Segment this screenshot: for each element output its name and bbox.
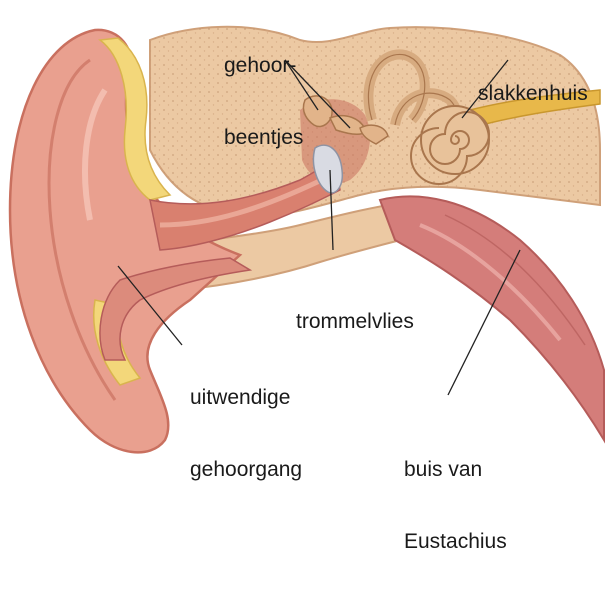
label-ear-canal: uitwendige gehoorgang [190,338,302,530]
label-ossicles: gehoor- beentjes [224,6,303,198]
label-eustachian-line1: buis van [404,458,507,482]
label-cochlea-text: slakkenhuis [478,82,588,106]
label-ear-canal-line2: gehoorgang [190,458,302,482]
label-ear-canal-line1: uitwendige [190,386,302,410]
label-eardrum: trommelvlies [296,262,414,382]
label-cochlea: slakkenhuis [478,34,588,154]
label-eustachian-line2: Eustachius [404,530,507,554]
label-ossicles-line1: gehoor- [224,54,303,78]
label-ossicles-line2: beentjes [224,126,303,150]
ear-anatomy-diagram: gehoor- beentjes slakkenhuis trommelvlie… [0,0,607,464]
label-eardrum-text: trommelvlies [296,310,414,334]
label-eustachian-tube: buis van Eustachius [404,410,507,602]
